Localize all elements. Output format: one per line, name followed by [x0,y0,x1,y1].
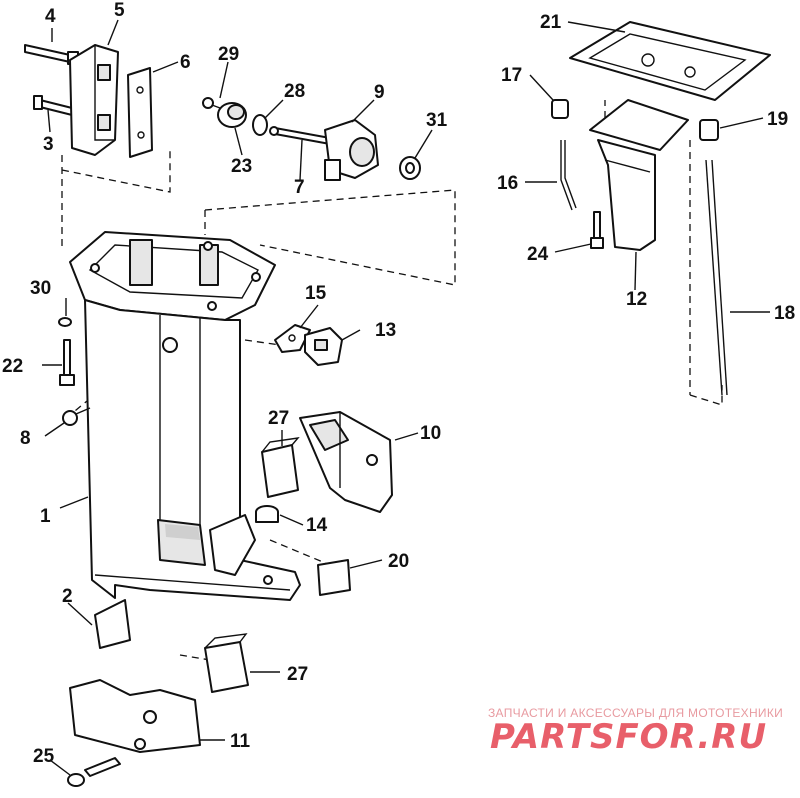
callout-6: 6 [180,52,191,73]
callout-1: 1 [40,506,51,527]
callout-28: 28 [284,81,305,102]
callout-7: 7 [294,177,305,198]
leader-lines [42,19,770,776]
callout-2: 2 [62,586,73,607]
callout-20: 20 [388,551,409,572]
assembly-guide-lines [61,100,723,661]
callout-17: 17 [501,65,522,86]
watermark: ЗАПЧАСТИ И АКСЕССУАРЫ ДЛЯ МОТОТЕХНИКИ PA… [488,706,783,757]
callout-8: 8 [20,428,31,449]
callout-22: 22 [2,356,23,377]
washer-31 [399,156,421,180]
grommet-17 [551,99,569,119]
exhaust-tube-12 [589,99,689,251]
callout-18: 18 [774,303,795,324]
callout-31: 31 [426,110,448,131]
connector-9 [324,119,379,181]
clip-2 [94,599,131,649]
watermark-tagline: ЗАПЧАСТИ И АКСЕССУАРЫ ДЛЯ МОТОТЕХНИКИ [488,706,783,720]
callout-23: 23 [231,156,252,177]
callout-3: 3 [43,134,54,155]
callout-13: 13 [375,320,396,341]
callout-30: 30 [30,278,51,299]
pad-27-lower [204,633,249,693]
driveshaft-housing [69,231,301,601]
pad-20 [317,559,351,596]
callout-4: 4 [45,6,56,27]
callout-14: 14 [306,515,328,536]
callout-25: 25 [33,746,55,767]
screw-22 [59,339,75,386]
callout-5: 5 [114,0,125,21]
callout-29: 29 [218,44,239,65]
screw-24 [590,211,604,249]
screw-8 [62,407,91,426]
clamp-11 [69,679,201,753]
callout-10: 10 [420,423,441,444]
pad-27-upper [261,437,300,498]
watermark-brand: PARTSFOR.RU [490,717,767,757]
bracket-13 [304,327,343,366]
bracket-10 [299,411,393,513]
grommet-19 [699,119,719,141]
washer-30 [58,317,72,327]
callout-27-lower: 27 [287,664,308,685]
callout-27-upper: 27 [268,408,289,429]
grommet-23 [217,102,247,128]
callout-15: 15 [305,283,327,304]
callout-16: 16 [497,173,518,194]
gasket-21 [569,21,771,101]
callout-19: 19 [767,109,788,130]
tube-16 [560,140,577,211]
screw-7 [269,126,331,145]
callout-12: 12 [626,289,647,310]
callout-11: 11 [230,731,251,752]
screw-29 [202,97,221,109]
oring-28 [252,114,268,136]
bolt-25 [67,757,121,787]
callout-24: 24 [527,244,549,265]
callout-labels: 4 5 6 3 29 28 9 31 23 7 30 22 8 1 15 13 … [2,0,795,767]
screw-3 [33,95,73,116]
callout-9: 9 [374,82,385,103]
water-tube-18 [705,159,728,396]
gasket-6 [127,67,153,158]
bracket-5 [69,44,119,156]
pad-14 [255,505,279,523]
callout-21: 21 [540,12,562,33]
